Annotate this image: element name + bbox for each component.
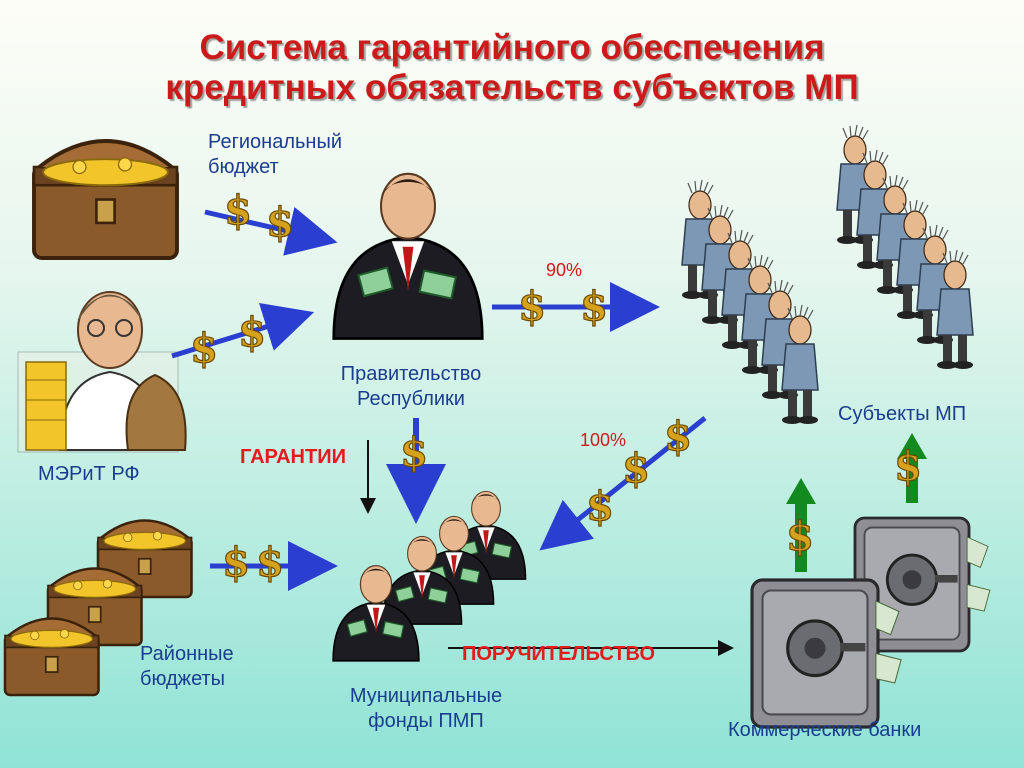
dollar-icon [237, 308, 267, 357]
dollar-icon [189, 324, 219, 373]
percent-100-label: 100% [580, 430, 627, 450]
regional-budget-label: Региональный бюджет [208, 131, 343, 178]
businessman-icon [332, 172, 484, 340]
people-crowd-icon [681, 124, 974, 425]
government-label: Правительство Республики [340, 363, 482, 410]
dollar-icon [893, 442, 923, 491]
treasure-chest-icon [32, 139, 179, 260]
title-line-2: кредитных обязательств субъектов МП [165, 68, 859, 107]
suretyship-label: ПОРУЧИТЕЛЬСТВО [462, 643, 656, 665]
treasure-chest-icon [3, 617, 100, 697]
dollar-icon [621, 444, 651, 493]
dollar-icon [579, 282, 609, 331]
title-line-1: Система гарантийного обеспечения [199, 28, 825, 67]
percent-90-label: 90% [546, 260, 583, 280]
dollar-icon [663, 412, 693, 461]
old-man-gold-icon [17, 291, 187, 453]
dollar-icon [223, 186, 253, 235]
flow-arrow-regional-to-gov [204, 206, 338, 256]
dollar-icon [221, 538, 251, 587]
commercial-banks-label: Коммерческие банки [728, 719, 922, 741]
dollar-icon [785, 512, 815, 561]
dollar-icon [255, 538, 285, 587]
municipal-funds-label: Муниципальные фонды ПМП [349, 685, 503, 732]
merit-rf-label: МЭРиТ РФ [38, 463, 140, 485]
guarantees-label: ГАРАНТИИ [240, 446, 346, 468]
page-title: Система гарантийного обеспечения кредитн… [0, 28, 1024, 108]
district-budgets-label: Районные бюджеты [140, 643, 234, 690]
dollar-icon [399, 428, 429, 477]
bank-safe-icon [750, 578, 903, 729]
dollar-icon [585, 482, 615, 531]
dollar-icon [265, 198, 295, 247]
dollar-icon [517, 282, 547, 331]
subjects-mp-label: Субъекты МП [838, 403, 967, 425]
